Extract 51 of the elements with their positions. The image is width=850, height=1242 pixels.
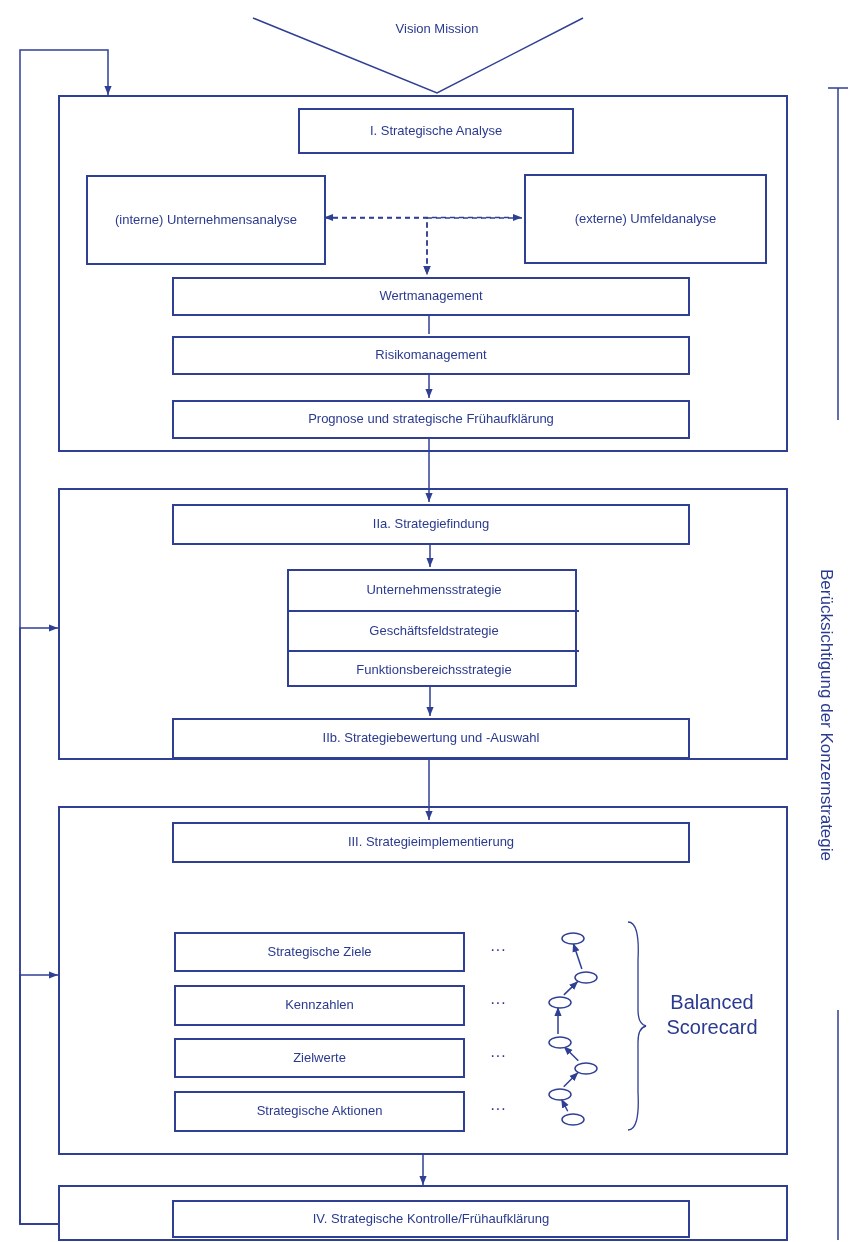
ellipse-node	[561, 1113, 585, 1126]
arrow	[19, 971, 59, 1225]
process-box: IIa. Strategiefindung	[172, 504, 690, 545]
ellipse-node	[548, 1036, 572, 1049]
strategy-level-row: Unternehmensstrategie	[289, 571, 579, 610]
arrow	[419, 1154, 427, 1186]
phase-frame	[58, 95, 788, 452]
dashed-arrow	[323, 213, 523, 222]
ellipse-node	[548, 1088, 572, 1101]
process-box: Prognose und strategische Frühaufklärung	[172, 400, 690, 439]
arrow	[562, 1045, 580, 1062]
process-box: IV. Strategische Kontrolle/Frühaufklärung	[172, 1200, 690, 1238]
phase-frame	[58, 1185, 788, 1241]
process-box: (externe) Umfeldanalyse	[524, 174, 767, 264]
arrow	[426, 684, 434, 717]
ellipse-node	[574, 1062, 598, 1075]
process-box: III. Strategieimplementierung	[172, 822, 690, 863]
phase-frame	[58, 806, 788, 1155]
process-box: I. Strategische Analyse	[298, 108, 574, 154]
phase-frame	[58, 488, 788, 760]
arrow	[562, 1071, 580, 1088]
arrow	[554, 1006, 562, 1035]
process-box: Strategische Ziele	[174, 932, 465, 972]
arrow	[563, 980, 579, 996]
arrow	[572, 942, 583, 970]
vision-mission-text: Vision Mission	[394, 20, 480, 38]
ellipse-node	[574, 971, 598, 984]
strategy-level-row: Funktionsbereichsstrategie	[289, 650, 579, 689]
arrow	[425, 436, 433, 503]
balanced-scorecard-label: Balanced Scorecard	[665, 990, 759, 1040]
arrow	[560, 1098, 569, 1112]
ellipsis-text: ···	[489, 1101, 507, 1117]
process-box: Strategische Aktionen	[174, 1091, 465, 1132]
ellipsis-text: ···	[489, 995, 507, 1011]
ellipse-node	[548, 996, 572, 1009]
strategy-stack-box	[287, 569, 577, 687]
process-box: IIb. Strategiebewertung und -Auswahl	[172, 718, 690, 759]
ellipse-node	[561, 932, 585, 945]
process-box: Kennzahlen	[174, 985, 465, 1026]
arrow	[426, 542, 434, 568]
ellipsis-text: ···	[489, 942, 507, 958]
connector-line	[428, 313, 430, 335]
ellipsis-text: ···	[489, 1048, 507, 1064]
vertical-note: Berücksichtigung der Konzernstrategie	[817, 569, 835, 861]
process-box: Wertmanagement	[172, 277, 690, 316]
process-box: (interne) Unternehmensanalyse	[86, 175, 326, 265]
process-box: Zielwerte	[174, 1038, 465, 1078]
process-box: Risikomanagement	[172, 336, 690, 375]
strategy-level-row: Geschäftsfeldstrategie	[289, 610, 579, 650]
dashed-arrow	[423, 217, 523, 276]
arrow	[425, 372, 433, 399]
